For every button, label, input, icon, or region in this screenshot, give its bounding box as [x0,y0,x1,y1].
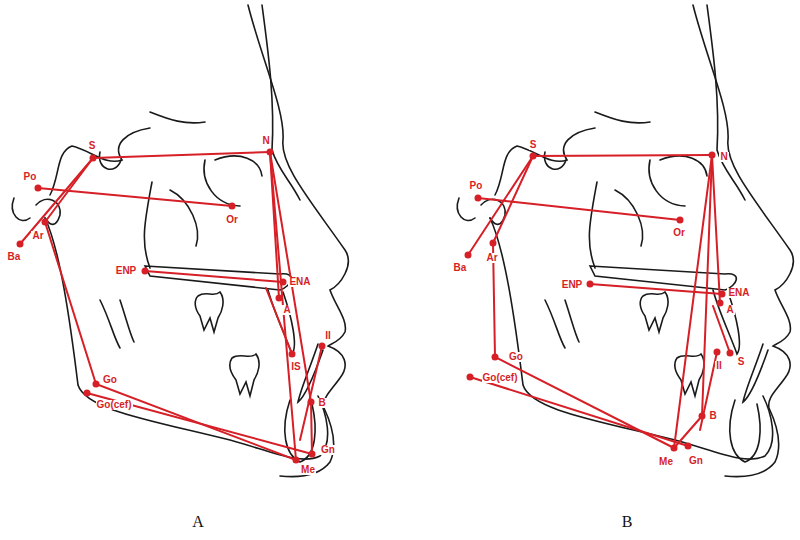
landmark-dot [714,349,721,356]
landmark-label: Me [300,465,316,475]
tracing-line [20,158,93,244]
skull-sketch [457,5,793,477]
tracing-line [470,377,688,446]
landmark-dot [699,413,706,420]
landmark-dot [685,443,692,450]
landmark-dot [319,343,326,350]
tracing-line [266,288,292,354]
tracing-line [468,156,533,255]
landmark-dot [492,354,499,361]
landmark-label: ENP [115,266,138,276]
landmark-dot [308,399,315,406]
landmark-label: IS [290,362,301,372]
landmark-dot [142,268,149,275]
landmark-label: Po [23,172,38,182]
tracing-line [493,156,533,243]
landmark-dots [17,149,734,464]
landmark-dot [276,295,283,302]
panel-letter: B [621,514,634,530]
landmark-label: ENA [727,288,750,298]
landmark-dot [530,153,537,160]
tracing-line [93,152,270,158]
landmark-label: ENP [561,280,584,290]
landmark-dot [293,457,300,464]
landmark-label: Ba [7,252,22,262]
landmark-dot [727,350,734,357]
landmark-label: S [737,357,746,367]
landmark-label: S [88,141,97,151]
landmark-label: B [708,411,717,421]
landmark-label: Go [508,352,524,362]
landmark-label: Me [658,457,674,467]
tracing-line [38,188,232,206]
landmark-dot [490,240,497,247]
landmark-label: Gn [320,445,336,455]
landmark-dot [587,281,594,288]
landmark-dot [289,351,296,358]
landmark-label: ENA [288,277,311,287]
landmark-dot [717,300,724,307]
cephalometric-lines [20,152,730,460]
landmark-label: II [715,361,723,371]
tracing-line [311,402,312,454]
landmark-dot [42,219,49,226]
landmark-label: N [261,136,270,146]
landmark-label: Go(cef) [96,400,133,410]
landmark-label: Ar [31,231,44,241]
landmark-label: Ba [453,263,468,273]
landmark-dot [17,241,24,248]
landmark-label: Go [102,375,118,385]
landmark-dot [93,381,100,388]
landmark-label: B [317,398,326,408]
tracing-line [145,271,283,282]
tracing-line [712,155,720,303]
tracing-line [270,152,311,402]
landmark-dot [719,291,726,298]
landmark-dot [35,185,42,192]
tracing-line [533,155,712,156]
tracing-line [45,158,93,222]
landmark-label: Go(cef) [482,373,519,383]
landmark-dot [229,203,236,210]
tracing-line [87,393,312,454]
landmark-dot [671,445,678,452]
landmark-label: Ar [485,253,498,263]
landmark-label: N [719,152,728,162]
landmark-dot [84,390,91,397]
landmark-label: Or [225,215,239,225]
landmark-dot [709,152,716,159]
tracing-line [590,284,722,294]
landmark-label: Or [672,228,686,238]
landmark-label: S [529,140,538,150]
landmark-dot [90,155,97,162]
landmark-label: A [282,305,291,315]
landmark-dot [267,149,274,156]
landmark-label: Po [469,181,484,191]
landmark-label: A [725,305,734,315]
landmark-label: Gn [688,456,704,466]
landmark-dot [475,195,482,202]
tracing-line [493,243,674,448]
landmark-dot [309,451,316,458]
landmark-label: II [324,331,332,341]
landmark-dot [280,279,287,286]
tracing-line [45,222,296,460]
landmark-dot [465,252,472,259]
skull-sketch [12,5,348,477]
panel-letter: A [191,514,205,530]
landmark-dot [677,217,684,224]
landmark-dot [467,374,474,381]
